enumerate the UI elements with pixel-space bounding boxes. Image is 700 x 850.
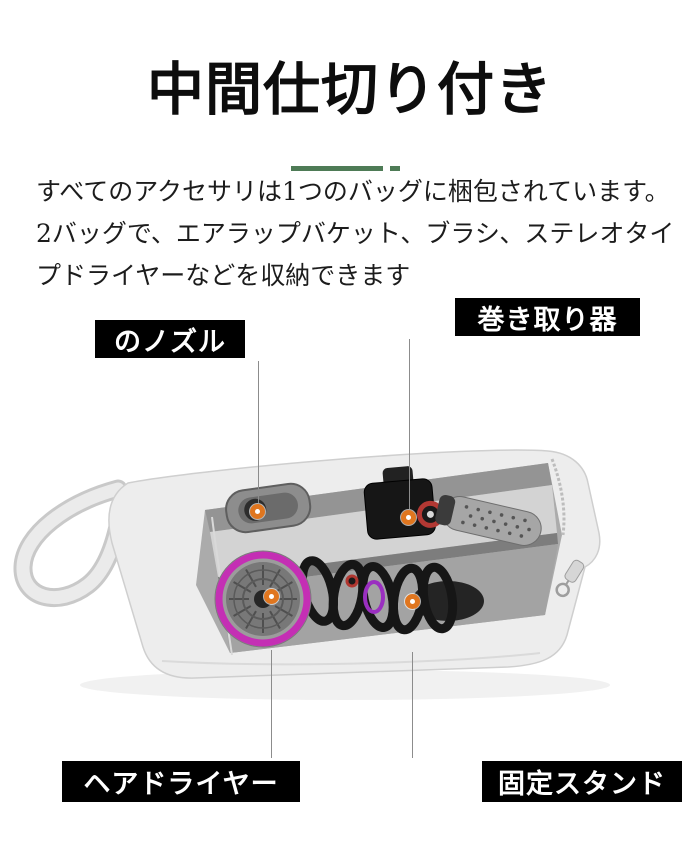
- round-brush: [435, 494, 542, 546]
- bag-stitch: [161, 652, 541, 666]
- product-photo: [0, 415, 700, 725]
- connector-line-winder: [409, 339, 410, 509]
- connector-line-hair-dryer: [271, 650, 272, 758]
- description-line-2: 2バッグで、エアラップバケット、ブラシ、ステレオタイプドライヤーなどを収納できま…: [36, 219, 675, 290]
- callout-label-nozzle: のノズル: [95, 320, 245, 358]
- callout-marker-hair-dryer: [264, 589, 279, 604]
- carry-handle: [13, 479, 130, 608]
- nozzle-clip: [225, 482, 312, 534]
- bag-illustration: [13, 449, 610, 700]
- zipper: [550, 458, 585, 598]
- callout-marker-nozzle: [250, 504, 265, 519]
- callout-label-hair-dryer: ヘアドライヤー: [62, 761, 300, 802]
- callout-marker-winder: [401, 510, 416, 525]
- description-line-1: すべてのアクセサリは1つのバッグに梱包されています。: [36, 177, 670, 206]
- title-underline-dash: [390, 166, 400, 171]
- connector-line-stand: [412, 652, 413, 758]
- connector-line-nozzle: [258, 361, 259, 503]
- callout-label-stand: 固定スタンド: [482, 761, 682, 802]
- hair-dryer-head: [214, 550, 312, 648]
- description-text: すべてのアクセサリは1つのバッグに梱包されています。 2バッグで、エアラップバケ…: [36, 171, 678, 297]
- callout-marker-stand: [405, 594, 420, 609]
- callout-label-winder: 巻き取り器: [455, 298, 640, 336]
- title-underline: [291, 166, 383, 171]
- bag-shadow: [80, 670, 610, 700]
- zipper-pull: [555, 559, 585, 598]
- winder-attachment: [363, 466, 444, 540]
- page-title: 中間仕切り付き: [147, 57, 553, 123]
